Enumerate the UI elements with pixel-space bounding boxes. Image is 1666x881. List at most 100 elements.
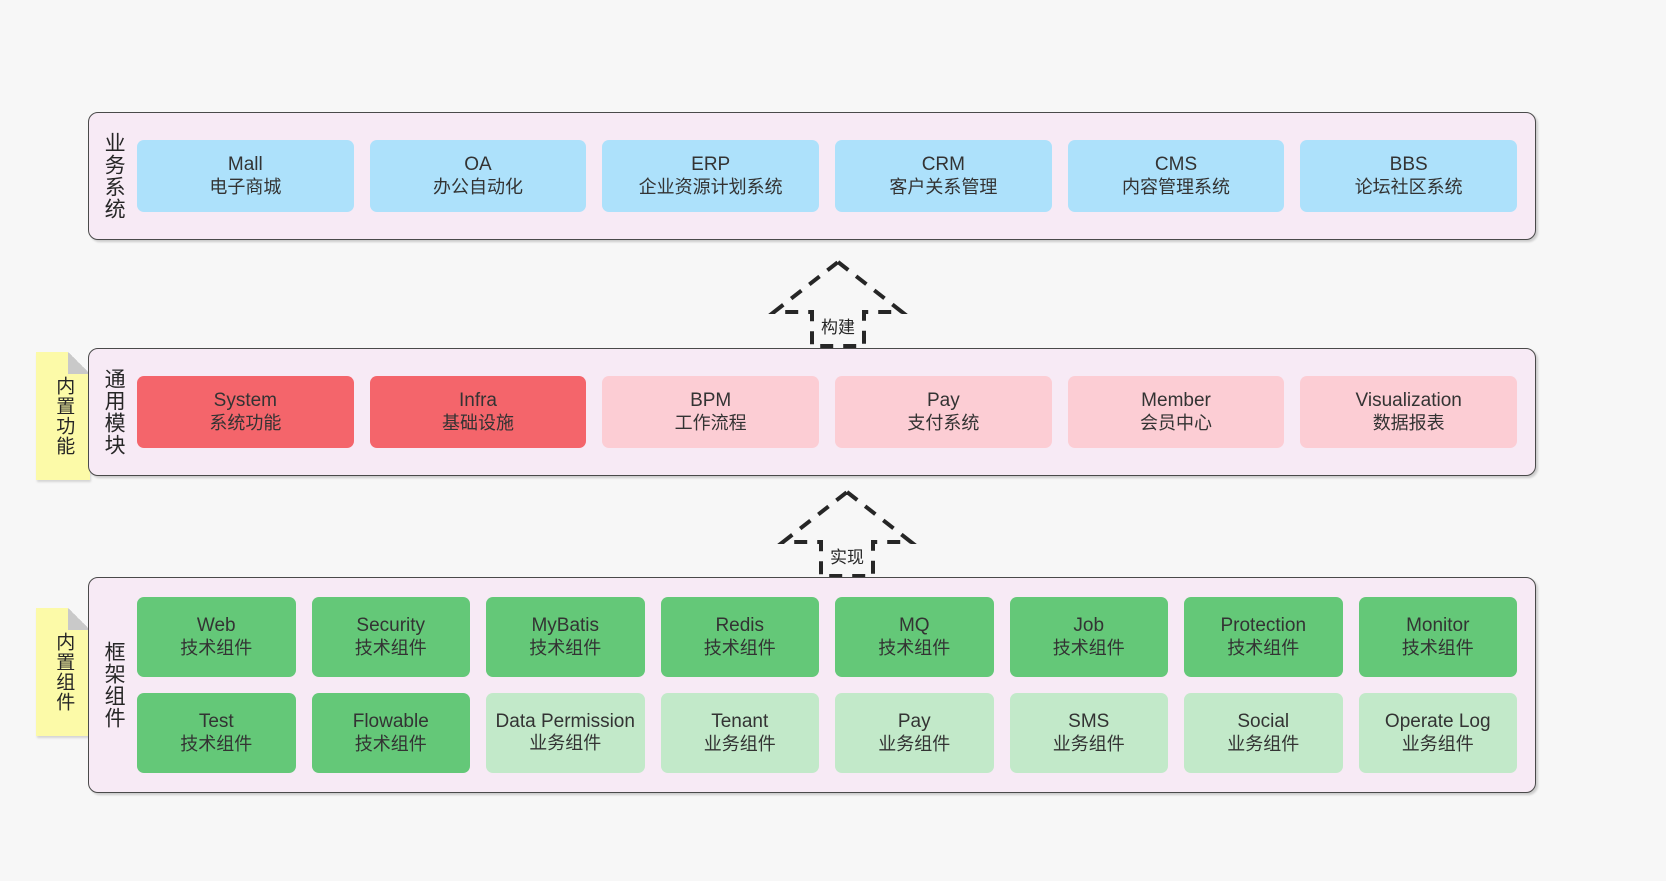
node-mall[interactable]: Mall 电子商城 — [137, 140, 354, 212]
layer-row: Test 技术组件 Flowable 技术组件 Data Permission … — [137, 693, 1517, 773]
node-title-en: Redis — [715, 615, 765, 637]
node-oa[interactable]: OA 办公自动化 — [369, 140, 587, 212]
layer-title-framework-components: 框架组件 — [102, 641, 126, 729]
node-erp[interactable]: ERP 企业资源计划系统 — [602, 140, 820, 212]
node-title-en: Mall — [227, 154, 263, 176]
node-title-en: BBS — [1389, 154, 1428, 176]
node-monitor[interactable]: Monitor 技术组件 — [1358, 597, 1517, 677]
node-title-en: BPM — [690, 390, 732, 412]
node-mybatis[interactable]: MyBatis 技术组件 — [486, 597, 645, 677]
layer-framework-components: 框架组件 Web 技术组件 Security 技术组件 MyBatis 技术组件… — [88, 577, 1536, 793]
node-title-cn: 工作流程 — [674, 412, 747, 433]
node-flowable[interactable]: Flowable 技术组件 — [311, 693, 470, 773]
node-title-en: Member — [1141, 390, 1211, 412]
node-member[interactable]: Member 会员中心 — [1067, 376, 1285, 448]
node-sms[interactable]: SMS 业务组件 — [1009, 693, 1168, 773]
node-protection[interactable]: Protection 技术组件 — [1184, 597, 1343, 677]
layer-title-common-modules: 通用模块 — [102, 368, 126, 456]
sticky-note-builtin-components: 内置组件 — [36, 608, 90, 736]
node-title-en: CRM — [921, 154, 965, 176]
node-test[interactable]: Test 技术组件 — [137, 693, 296, 773]
node-title-cn: 系统功能 — [209, 412, 282, 433]
node-security[interactable]: Security 技术组件 — [311, 597, 470, 677]
node-title-en: Pay — [926, 390, 960, 412]
node-title-cn: 办公自动化 — [433, 176, 523, 197]
node-title-cn: 支付系统 — [907, 412, 980, 433]
node-title-cn: 技术组件 — [1227, 637, 1300, 658]
node-title-en: CMS — [1154, 154, 1198, 176]
layer-common-modules: 通用模块 System 系统功能 Infra 基础设施 BPM 工作流程 Pay… — [88, 348, 1536, 476]
node-title-en: Visualization — [1355, 390, 1462, 412]
node-title-cn: 内容管理系统 — [1122, 176, 1231, 197]
node-title-cn: 技术组件 — [703, 637, 776, 658]
node-pay[interactable]: Pay 支付系统 — [835, 376, 1052, 448]
node-title-cn: 技术组件 — [529, 637, 602, 658]
sticky-note-builtin-features: 内置功能 — [36, 352, 90, 480]
node-title-en: MyBatis — [531, 615, 600, 637]
node-title-en: MQ — [898, 615, 930, 637]
node-title-en: ERP — [691, 154, 731, 176]
node-title-en: Flowable — [352, 711, 429, 733]
node-title-cn: 业务组件 — [529, 733, 602, 754]
node-title-en: Social — [1237, 711, 1290, 733]
node-title-cn: 技术组件 — [878, 637, 951, 658]
sticky-note-label: 内置组件 — [53, 632, 75, 712]
node-pay-component[interactable]: Pay 业务组件 — [835, 693, 994, 773]
layer-row: Mall 电子商城 OA 办公自动化 ERP 企业资源计划系统 CRM 客户关系… — [137, 140, 1518, 212]
node-infra[interactable]: Infra 基础设施 — [369, 376, 587, 448]
node-title-en: Operate Log — [1384, 711, 1491, 733]
node-title-cn: 业务组件 — [1401, 733, 1474, 754]
node-title-en: OA — [464, 154, 492, 176]
node-tenant[interactable]: Tenant 业务组件 — [660, 693, 819, 773]
node-title-cn: 业务组件 — [1227, 733, 1300, 754]
node-title-cn: 技术组件 — [1052, 637, 1125, 658]
node-system[interactable]: System 系统功能 — [137, 376, 354, 448]
layer-title-business-systems: 业务系统 — [102, 132, 126, 220]
node-job[interactable]: Job 技术组件 — [1009, 597, 1168, 677]
node-cms[interactable]: CMS 内容管理系统 — [1067, 140, 1285, 212]
node-title-cn: 技术组件 — [354, 637, 427, 658]
node-title-cn: 数据报表 — [1372, 412, 1445, 433]
dashed-hollow-arrow-icon — [768, 259, 908, 348]
layer-row: Web 技术组件 Security 技术组件 MyBatis 技术组件 Redi… — [137, 597, 1517, 677]
node-operate-log[interactable]: Operate Log 业务组件 — [1358, 693, 1517, 773]
layer-row: System 系统功能 Infra 基础设施 BPM 工作流程 Pay 支付系统… — [137, 376, 1518, 448]
node-title-en: SMS — [1068, 711, 1110, 733]
sticky-note-label: 内置功能 — [53, 376, 75, 456]
node-mq[interactable]: MQ 技术组件 — [835, 597, 994, 677]
layer-business-systems: 业务系统 Mall 电子商城 OA 办公自动化 ERP 企业资源计划系统 CRM… — [88, 112, 1536, 240]
node-title-cn: 企业资源计划系统 — [638, 176, 783, 197]
relation-arrow-implement: 实现 — [772, 486, 922, 582]
dashed-hollow-arrow-icon — [777, 489, 917, 578]
node-title-cn: 技术组件 — [1401, 637, 1474, 658]
node-visualization[interactable]: Visualization 数据报表 — [1300, 376, 1518, 448]
node-title-en: Job — [1073, 615, 1105, 637]
node-bpm[interactable]: BPM 工作流程 — [602, 376, 820, 448]
node-title-cn: 技术组件 — [180, 637, 253, 658]
node-redis[interactable]: Redis 技术组件 — [660, 597, 819, 677]
node-crm[interactable]: CRM 客户关系管理 — [835, 140, 1052, 212]
node-title-en: System — [213, 390, 278, 412]
node-title-en: Tenant — [711, 711, 769, 733]
node-title-en: Pay — [897, 711, 931, 733]
relation-arrow-build: 构建 — [763, 256, 913, 352]
node-title-en: Test — [198, 711, 234, 733]
node-title-cn: 技术组件 — [180, 733, 253, 754]
node-social[interactable]: Social 业务组件 — [1184, 693, 1343, 773]
node-data-permission[interactable]: Data Permission 业务组件 — [486, 693, 645, 773]
node-title-cn: 客户关系管理 — [889, 176, 998, 197]
node-title-cn: 电子商城 — [209, 176, 282, 197]
node-title-cn: 基础设施 — [442, 412, 514, 433]
node-title-en: Protection — [1220, 615, 1307, 637]
node-title-en: Security — [356, 615, 426, 637]
node-title-cn: 技术组件 — [354, 733, 427, 754]
node-title-en: Infra — [458, 390, 498, 412]
layer-body-business-systems: Mall 电子商城 OA 办公自动化 ERP 企业资源计划系统 CRM 客户关系… — [137, 113, 1535, 239]
node-bbs[interactable]: BBS 论坛社区系统 — [1300, 140, 1518, 212]
node-web[interactable]: Web 技术组件 — [137, 597, 296, 677]
layer-body-framework-components: Web 技术组件 Security 技术组件 MyBatis 技术组件 Redi… — [137, 578, 1535, 792]
node-title-en: Web — [196, 615, 236, 637]
layer-body-common-modules: System 系统功能 Infra 基础设施 BPM 工作流程 Pay 支付系统… — [137, 349, 1535, 475]
node-title-cn: 论坛社区系统 — [1354, 176, 1463, 197]
node-title-cn: 业务组件 — [1052, 733, 1125, 754]
